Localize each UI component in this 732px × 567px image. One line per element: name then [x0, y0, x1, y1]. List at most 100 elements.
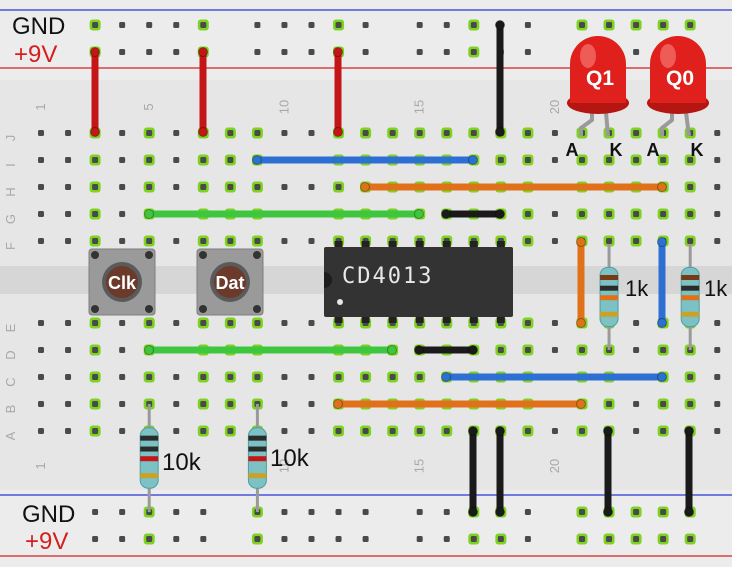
resistor-band — [600, 285, 619, 291]
hole — [714, 428, 721, 434]
hole — [524, 211, 531, 217]
hole — [633, 347, 640, 353]
resistor-band — [600, 275, 619, 281]
resistor-r3-label: 10k — [162, 449, 202, 476]
chip-pins — [334, 241, 505, 323]
hole — [227, 184, 234, 190]
hole — [551, 211, 558, 217]
hole — [497, 347, 504, 353]
hole — [119, 374, 126, 380]
hole — [200, 374, 207, 380]
hole — [65, 130, 72, 136]
wire-end — [657, 237, 667, 247]
wire-end — [414, 345, 424, 355]
chip-pin — [442, 315, 451, 323]
column-number: 1 — [33, 103, 48, 110]
column-number: 10 — [276, 100, 291, 114]
wire-end — [576, 399, 586, 409]
hole — [308, 130, 315, 136]
rail-hole — [660, 536, 667, 542]
rail-hole — [470, 536, 477, 542]
resistor-band — [140, 473, 159, 479]
rail-hole — [362, 536, 369, 542]
button-clk-leg — [91, 251, 99, 259]
rail-hole — [308, 22, 315, 28]
rail-hole — [362, 22, 369, 28]
rail-hole — [524, 22, 531, 28]
wire-end — [333, 127, 343, 137]
rail-hole — [362, 49, 369, 55]
hole — [687, 184, 694, 190]
rail-hole — [200, 536, 207, 542]
hole — [524, 157, 531, 163]
hole — [606, 211, 613, 217]
row-letter: I — [3, 163, 18, 167]
rail-hole — [92, 509, 99, 515]
hole — [579, 347, 585, 353]
hole — [119, 184, 126, 190]
button-clk-leg — [145, 305, 153, 313]
hole — [660, 347, 667, 353]
rail-hole — [281, 536, 288, 542]
resistor-band — [140, 446, 159, 452]
led-q0-cathode-label: K — [691, 140, 704, 160]
hole — [389, 428, 396, 434]
hole — [92, 428, 99, 434]
column-number: 15 — [412, 100, 427, 114]
wires — [91, 21, 693, 516]
rail-hole — [173, 49, 180, 55]
hole — [633, 320, 640, 326]
resistor-band — [600, 311, 619, 317]
hole — [119, 130, 126, 136]
wire-end — [684, 426, 694, 436]
rail-hole — [308, 536, 315, 542]
hole — [687, 401, 694, 407]
wire-end — [441, 209, 451, 219]
hole — [714, 238, 721, 244]
column-number: 15 — [412, 459, 427, 473]
wire-end — [495, 209, 505, 219]
hole — [227, 238, 234, 244]
led-q0-label: Q0 — [666, 67, 694, 90]
rail-hole — [119, 536, 126, 542]
rail-hole — [606, 22, 613, 28]
rail-hole — [281, 22, 288, 28]
hole — [227, 320, 234, 326]
hole — [146, 184, 153, 190]
resistor-r1-label: 1k — [625, 276, 649, 301]
hole — [416, 130, 423, 136]
hole — [173, 184, 180, 190]
rail-hole — [633, 509, 640, 515]
hole — [65, 157, 72, 163]
wire-end — [657, 182, 667, 192]
rail-hole — [470, 22, 477, 28]
hole — [254, 130, 261, 136]
hole — [200, 238, 207, 244]
hole — [416, 428, 423, 434]
hole — [714, 347, 721, 353]
hole — [65, 347, 72, 353]
hole — [308, 184, 315, 190]
hole — [579, 428, 585, 434]
hole — [443, 130, 450, 136]
row-letter: B — [3, 405, 18, 414]
hole — [633, 130, 640, 136]
hole — [92, 401, 99, 407]
hole — [308, 238, 315, 244]
button-clk: Clk — [88, 248, 156, 316]
hole — [119, 157, 126, 163]
hole — [579, 211, 585, 217]
rail-hole — [416, 509, 423, 515]
button-dat-leg — [199, 251, 207, 259]
hole — [92, 238, 99, 244]
hole — [660, 428, 667, 434]
chip-pin — [415, 241, 424, 249]
led-q1-cathode-label: K — [610, 140, 623, 160]
hole — [714, 401, 721, 407]
chip-pin — [361, 241, 370, 249]
hole — [714, 320, 721, 326]
hole — [633, 238, 640, 244]
hole — [119, 238, 126, 244]
hole — [308, 428, 315, 434]
hole — [38, 401, 44, 407]
